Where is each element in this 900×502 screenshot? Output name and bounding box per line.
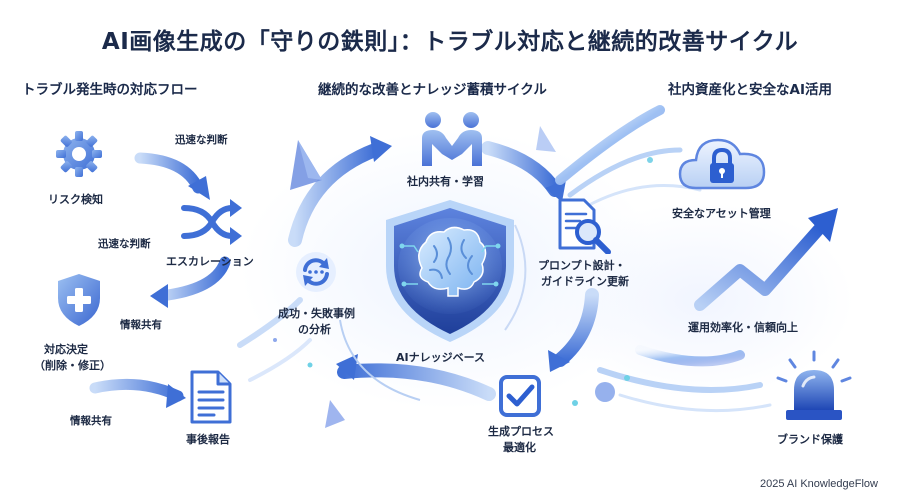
info-share-label-mid: 情報共有 [120, 319, 162, 331]
post-report-label: 事後報告 [186, 433, 230, 446]
magnifier-document-icon [556, 198, 612, 258]
brand-protection-label: ブランド保護 [777, 433, 843, 446]
quick-judgment-label-top: 迅速な判断 [175, 134, 228, 146]
prompt-label-line2: ガイドライン更新 [541, 275, 629, 288]
left-flow-arrows [89, 152, 231, 408]
swoosh-decor [237, 105, 772, 413]
cycle-arrows [288, 136, 599, 401]
checkbox-icon [498, 374, 542, 422]
decision-label-line1: 対応決定 [44, 343, 88, 356]
efficiency-label: 運用効率化・信頼向上 [688, 321, 798, 334]
knowledge-base-label: AIナレッジベース [396, 351, 486, 364]
trend-arrow-icon [694, 208, 838, 311]
info-share-label-bottom: 情報共有 [70, 415, 112, 427]
brain-shield-icon [378, 196, 522, 350]
section-title-right: 社内資産化と安全なAI活用 [668, 82, 832, 98]
decision-label-line2: （削除・修正） [34, 359, 111, 372]
refresh-cycle-icon [294, 250, 338, 298]
document-icon [188, 370, 234, 428]
shuffle-icon [180, 196, 244, 252]
optimize-label-line1: 生成プロセス [488, 425, 554, 438]
quick-judgment-label-mid: 迅速な判断 [98, 238, 151, 250]
handshake-icon [418, 110, 486, 172]
escalation-label: エスカレーション [166, 255, 254, 268]
shield-plus-icon [55, 272, 103, 332]
analysis-label-line2: の分析 [298, 323, 331, 336]
optimize-label-line2: 最適化 [503, 441, 536, 454]
prompt-label-line1: プロンプト設計・ [538, 259, 626, 272]
share-learn-label: 社内共有・学習 [407, 175, 484, 188]
footer-credit: 2025 AI KnowledgeFlow [759, 478, 878, 490]
decor-crystals [273, 126, 653, 428]
section-title-left: トラブル発生時の対応フロー [22, 82, 198, 98]
section-title-center: 継続的な改善とナレッジ蓄積サイクル [318, 82, 547, 98]
cloud-lock-icon [676, 128, 768, 200]
siren-icon [770, 350, 858, 428]
gear-icon [53, 128, 105, 184]
page-title: AI画像生成の「守りの鉄則」：トラブル対応と継続的改善サイクル [101, 29, 799, 55]
risk-detection-label: リスク検知 [48, 193, 103, 206]
analysis-label-line1: 成功・失敗事例 [278, 307, 355, 320]
asset-management-label: 安全なアセット管理 [672, 207, 771, 220]
